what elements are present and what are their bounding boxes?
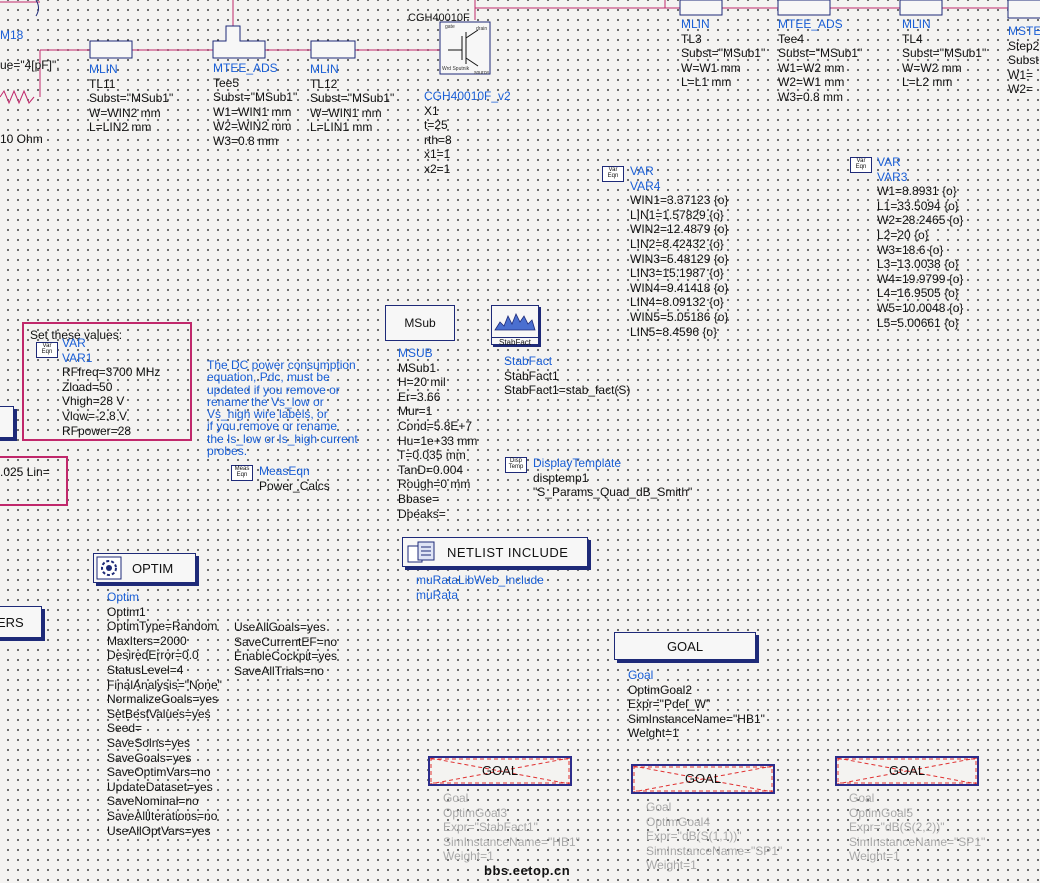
var4-block[interactable]: VAR VAR4 WIN1=3.37123 {o} LIN1=1.57829 {… — [630, 164, 729, 339]
tl4-label[interactable]: MLIN TL4 Subst="MSub1" W=W2 mm L=L2 mm — [902, 17, 987, 90]
optim-params-left[interactable]: Optim Optim1 OptimType=Random MaxIters=2… — [107, 590, 222, 838]
display-template-icon[interactable]: Disp Temp — [505, 457, 527, 473]
goal5-label: GOAL — [888, 763, 926, 778]
offscreen-component[interactable] — [0, 406, 14, 438]
component-id-fragment: M18 — [0, 28, 24, 42]
goal4-block[interactable]: Goal OptimGoal4 Expr="dB(S(1,1))" SimIns… — [646, 800, 783, 873]
tl12-label[interactable]: MLIN TL12 Subst="MSub1" W=WIN1 mm L=LIN1… — [310, 62, 395, 135]
goal5-block[interactable]: Goal OptimGoal5 Expr="dB(S(2,2))" SimIns… — [849, 791, 986, 864]
pin-label-drain: drain — [476, 26, 488, 32]
step2-label[interactable]: MSTE Step2 Subst W1= W2= — [1008, 24, 1040, 97]
watermark: bbs.eetop.cn — [484, 863, 571, 878]
resistor-value-fragment: 10 Ohm — [0, 132, 43, 146]
display-template-block[interactable]: DisplayTemplate disptemp1 "S_Params_Quad… — [533, 456, 693, 500]
left-note-text: .025 Lin= — [0, 465, 50, 479]
netlist-include-component[interactable]: NETLIST INCLUDE — [402, 537, 588, 567]
goal5-component-disabled[interactable]: GOAL — [835, 756, 979, 786]
goal2-component[interactable]: GOAL — [614, 632, 756, 660]
var3-block[interactable]: VAR VAR3 W1=8.8931 {o} L1=33.5094 {o} W2… — [877, 155, 964, 330]
capacitor-value-fragment: ue="4[pF]". — [0, 58, 60, 72]
stabfact-graph-icon — [494, 313, 536, 331]
transistor-part-label: CGH40010F — [408, 12, 470, 24]
optim-gear-icon — [96, 556, 122, 580]
goal4-label: GOAL — [684, 771, 722, 786]
goal2-block[interactable]: Goal OptimGoal2 Expr="Pdel_W" SimInstanc… — [628, 668, 765, 741]
msub-component[interactable]: MSub — [385, 305, 455, 341]
var1-note: Set these values: — [30, 328, 123, 342]
deactivated-cross-icon — [633, 766, 773, 792]
stabfact-component[interactable]: StabFact — [491, 305, 539, 347]
optim-params-right[interactable]: UseAllGoals=yes SaveCurrentEF=no EnableC… — [234, 620, 338, 678]
var1-note-box — [22, 322, 192, 441]
pin-label-gate: gate — [445, 24, 455, 30]
goal3-label: GOAL — [481, 763, 519, 778]
var-eqn-icon[interactable]: Var Eqn — [850, 157, 872, 173]
offscreen-controller[interactable]: ERS — [0, 606, 42, 638]
tee5-label[interactable]: MTEE_ADS Tee5 Subst="MSub1" W1=WIN1 mm W… — [213, 61, 298, 148]
var-eqn-icon[interactable]: Var Eqn — [602, 166, 624, 182]
dc-power-note: The DC power consumption equation, Pdc, … — [207, 358, 358, 459]
stabfact-block[interactable]: StabFact StabFact1 StabFact1=stab_fact(S… — [504, 354, 631, 398]
meas-eqn-icon[interactable]: Meas Eqn — [231, 465, 253, 481]
goal4-component-disabled[interactable]: GOAL — [631, 764, 775, 794]
left-note-box — [0, 456, 68, 506]
goal3-component-disabled[interactable]: GOAL — [428, 756, 572, 786]
tee4-label[interactable]: MTEE_ADS Tee4 Subst="MSub1" W1=W2 mm W2=… — [778, 17, 863, 104]
goal3-block[interactable]: Goal OptimGoal3 Expr="StabFact1" SimInst… — [443, 791, 580, 864]
tl3-label[interactable]: MLIN TL3 Subst="MSub1" W=W1 mm L=L1 mm — [681, 17, 766, 90]
netlist-block[interactable]: muRataLibWeb_Include muRata — [416, 573, 544, 602]
pin-label-source: source — [474, 70, 490, 76]
stabfact-box-label: StabFact — [492, 337, 538, 347]
transistor-label[interactable]: CGH40010F_v2 X1 t=25 rth=8 x1=1 x2=1 — [424, 89, 511, 176]
deactivated-cross-icon — [430, 758, 570, 784]
msub-block[interactable]: MSUB MSub1 H=20 mil Er=3.66 Mur=1 Cond=5… — [398, 346, 478, 521]
var1-block[interactable]: VAR VAR1 RFfreq=3700 MHz Zload=50 Vhigh=… — [62, 336, 161, 438]
optim-controller[interactable]: OPTIM — [93, 553, 196, 583]
meas-eqn-block[interactable]: MeasEqn Power_Calcs — [259, 464, 330, 493]
tl11-label[interactable]: MLIN TL11 Subst="MSub1" W=WIN2 mm L=LIN2… — [89, 62, 174, 135]
var-eqn-icon[interactable]: Var Eqn — [36, 342, 58, 358]
netlist-icon — [407, 540, 437, 564]
pin-label-bottom: Wrd Sputnik — [442, 66, 470, 72]
deactivated-cross-icon — [837, 758, 977, 784]
